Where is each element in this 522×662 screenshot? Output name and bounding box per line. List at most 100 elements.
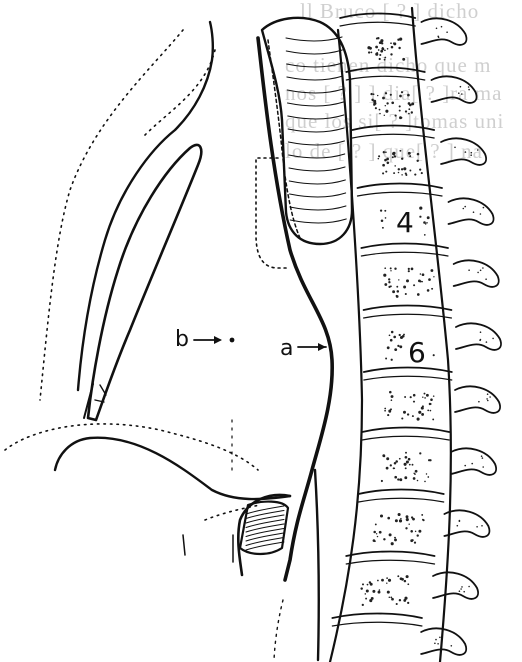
stipple-dot bbox=[413, 394, 416, 397]
spinous-process bbox=[451, 448, 496, 474]
stipple-dot bbox=[367, 584, 369, 586]
stipple-dot bbox=[386, 467, 389, 470]
stipple-dot bbox=[399, 334, 401, 336]
stipple-dot bbox=[384, 410, 386, 412]
stipple-dot bbox=[407, 583, 409, 585]
stipple-dot bbox=[383, 538, 385, 540]
trachea-ring bbox=[290, 206, 346, 210]
stipple-dot bbox=[424, 393, 426, 395]
hatch-line bbox=[246, 538, 284, 546]
stipple-dot bbox=[412, 415, 414, 417]
vertebral-column bbox=[330, 8, 501, 662]
stipple-dot bbox=[451, 645, 453, 647]
stipple-dot bbox=[394, 462, 397, 465]
stipple-dot bbox=[419, 169, 421, 171]
stipple-dot bbox=[405, 452, 407, 454]
stipple-dot bbox=[398, 47, 400, 49]
stipple-dot bbox=[394, 155, 395, 156]
label-a: a bbox=[280, 336, 293, 361]
stipple-dot bbox=[422, 273, 425, 276]
stipple-dot bbox=[390, 339, 393, 342]
stipple-dot bbox=[406, 518, 409, 521]
disc-line bbox=[359, 498, 444, 502]
stipple-dot bbox=[430, 403, 432, 405]
stipple-dot bbox=[402, 58, 405, 61]
disc-line bbox=[362, 428, 449, 433]
stipple-dot bbox=[427, 410, 429, 412]
stipple-dot bbox=[470, 154, 472, 156]
point-b-dot bbox=[230, 338, 235, 343]
stipple-dot bbox=[373, 102, 376, 105]
stipple-dot bbox=[386, 102, 388, 104]
stipple-dot bbox=[381, 480, 383, 482]
stipple-dot bbox=[408, 108, 410, 110]
stipple-dot bbox=[411, 268, 414, 271]
stipple-dot bbox=[384, 59, 386, 61]
stipple-dot bbox=[473, 211, 475, 213]
stipple-dot bbox=[433, 354, 435, 356]
stipple-dot bbox=[388, 278, 390, 280]
stipple-dot bbox=[396, 603, 398, 605]
stipple-dot bbox=[423, 221, 426, 224]
stipple-dot bbox=[395, 115, 397, 117]
stipple-dot bbox=[419, 216, 421, 218]
stipple-dot bbox=[408, 523, 409, 524]
stipple-dot bbox=[397, 345, 399, 347]
stipple-dot bbox=[483, 207, 485, 209]
stipple-dot bbox=[395, 519, 398, 522]
stipple-dot bbox=[405, 456, 408, 459]
stipple-dot bbox=[481, 455, 483, 457]
stipple-dot bbox=[427, 216, 430, 219]
spinous-process bbox=[448, 198, 493, 224]
arrow-a-head bbox=[318, 343, 326, 351]
stipple-dot bbox=[446, 31, 448, 33]
stipple-dot bbox=[398, 513, 401, 516]
stipple-dot bbox=[401, 174, 402, 175]
stipple-dot bbox=[418, 280, 421, 283]
stipple-dot bbox=[471, 152, 473, 154]
stipple-dot bbox=[389, 334, 391, 336]
stipple-dot bbox=[401, 578, 404, 581]
trachea-ring bbox=[289, 180, 345, 184]
stipple-dot bbox=[365, 593, 367, 595]
stipple-dot bbox=[439, 637, 441, 639]
stipple-dot bbox=[416, 160, 418, 162]
stipple-dot bbox=[387, 162, 390, 165]
trachea-ring bbox=[289, 167, 345, 171]
stipple-dot bbox=[384, 408, 386, 410]
stipple-dot bbox=[408, 113, 410, 115]
stipple-dot bbox=[375, 523, 377, 525]
stipple-dot bbox=[437, 643, 439, 645]
hatch-line bbox=[246, 533, 284, 541]
stipple-dot bbox=[383, 274, 386, 277]
stipple-dot bbox=[383, 455, 385, 457]
trachea-ring bbox=[290, 219, 346, 223]
stipple-dot bbox=[417, 534, 419, 536]
stipple-dot bbox=[417, 418, 420, 421]
lower-contour bbox=[274, 470, 319, 660]
stipple-dot bbox=[384, 283, 387, 286]
stipple-dot bbox=[434, 643, 436, 645]
stipple-dot bbox=[419, 207, 422, 210]
stipple-dot bbox=[398, 279, 399, 280]
stipple-dot bbox=[373, 531, 376, 534]
stipple-dot bbox=[480, 213, 482, 215]
stipple-dot bbox=[362, 583, 364, 585]
bleed-line-1: ll Bruco [ ? ] dicho bbox=[300, 0, 479, 23]
stipple-dot bbox=[391, 46, 394, 49]
hatch-line bbox=[246, 511, 284, 519]
stipple-dot bbox=[426, 394, 429, 397]
stipple-dot bbox=[391, 542, 394, 545]
stipple-dot bbox=[379, 531, 382, 534]
stipple-dot bbox=[478, 401, 480, 403]
stipple-dot bbox=[480, 331, 482, 333]
stipple-dot bbox=[406, 575, 409, 578]
stipple-dot bbox=[430, 398, 433, 401]
stipple-dot bbox=[393, 336, 395, 338]
stipple-dot bbox=[379, 589, 381, 591]
stipple-dot bbox=[369, 47, 372, 50]
stipple-dot bbox=[430, 269, 433, 272]
stipple-dot bbox=[389, 533, 392, 536]
stipple-dot bbox=[424, 481, 426, 483]
stipple-dot bbox=[366, 590, 369, 593]
